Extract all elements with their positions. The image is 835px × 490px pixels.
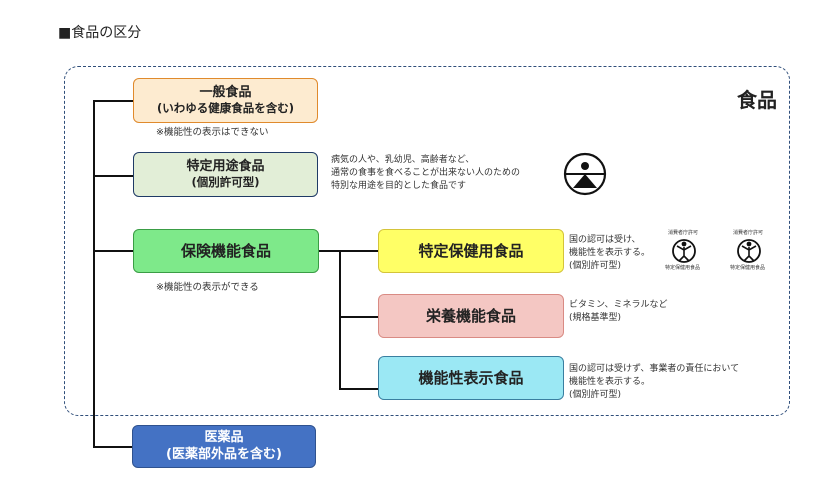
sub-line-function: [339, 388, 379, 390]
page-title: ■食品の区分: [58, 25, 142, 41]
sub-line-fosu: [339, 250, 379, 252]
branch-line-health: [93, 250, 134, 252]
nutrient-description: ビタミン、ミネラルなど (規格基準型): [569, 300, 668, 324]
special-use-description: 病気の人や、乳幼児、高齢者など、 通常の食事を食べることが出来ない人のための 特…: [331, 155, 521, 192]
special-use-label: 特定用途食品: [186, 159, 265, 175]
fosu-box: 特定保健用食品: [378, 229, 564, 273]
nutrient-box: 栄養機能食品: [378, 294, 564, 338]
medicine-box: 医薬品 (医薬部外品を含む): [132, 425, 316, 468]
fosu-mark-alt-caption-bottom: 特定保健用食品: [730, 265, 766, 271]
general-food-label: 一般食品: [199, 85, 252, 101]
medicine-label: 医薬品: [204, 430, 244, 446]
fosu-description: 国の認可は受け、 機能性を表示する。 (個別許可型): [569, 235, 651, 272]
function-claim-label: 機能性表示食品: [418, 368, 524, 387]
food-frame-label: 食品: [737, 88, 777, 112]
special-use-sublabel: (個別許可型): [191, 175, 260, 190]
branch-line-medicine: [93, 446, 133, 448]
main-trunk-line: [93, 100, 95, 447]
fosu-mark-alt-icon: 消費者庁許可 特定保健用食品: [729, 230, 769, 276]
fosu-mark-icon: 消費者庁許可 特定保健用食品: [664, 230, 704, 276]
branch-line-general: [93, 100, 134, 102]
medicine-sublabel: (医薬部外品を含む): [166, 446, 282, 462]
special-use-mark-icon: [557, 152, 613, 196]
fosu-mark-caption-top: 消費者庁許可: [668, 230, 699, 236]
health-function-label: 保険機能食品: [180, 241, 271, 260]
general-food-note: ※機能性の表示はできない: [156, 127, 269, 138]
nutrient-label: 栄養機能食品: [425, 306, 516, 325]
general-food-box: 一般食品 (いわゆる健康食品を含む): [133, 78, 318, 123]
fosu-mark-caption-bottom: 特定保健用食品: [665, 265, 701, 271]
fosu-label: 特定保健用食品: [418, 241, 524, 260]
branch-line-special: [93, 175, 134, 177]
sub-branch-line: [318, 250, 340, 252]
sub-line-nutrient: [339, 316, 379, 318]
special-use-box: 特定用途食品 (個別許可型): [133, 152, 318, 197]
food-category-frame: [64, 66, 790, 416]
health-function-note: ※機能性の表示ができる: [156, 282, 259, 293]
fosu-mark-alt-caption-top: 消費者庁許可: [733, 230, 764, 236]
function-claim-description: 国の認可は受けず、事業者の責任において 機能性を表示する。 (個別許可型): [569, 364, 740, 401]
health-function-box: 保険機能食品: [133, 229, 319, 273]
function-claim-box: 機能性表示食品: [378, 356, 564, 400]
sub-trunk-line: [339, 250, 341, 389]
general-food-sublabel: (いわゆる健康食品を含む): [156, 101, 294, 116]
